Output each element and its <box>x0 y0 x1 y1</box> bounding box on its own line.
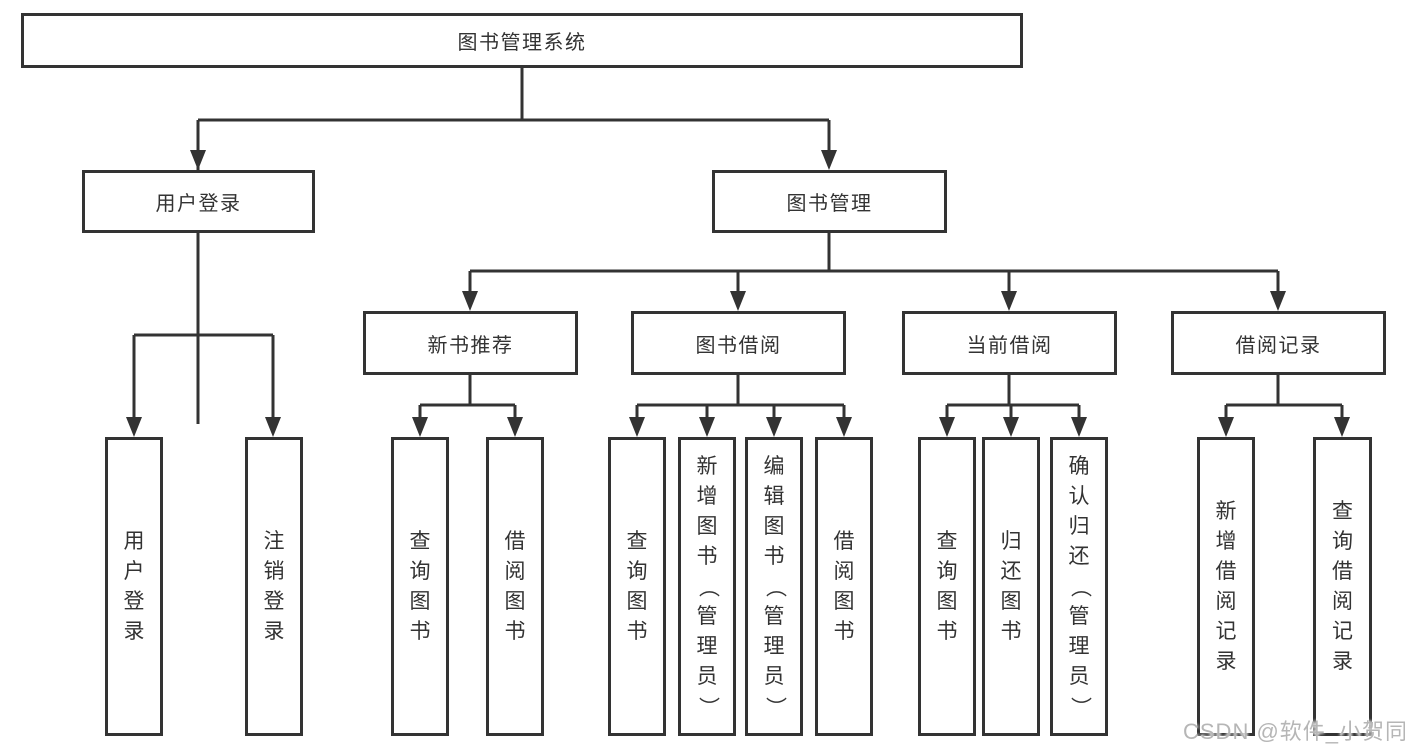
arrowhead <box>1001 291 1017 311</box>
node-book-borrowing-label: 图书借阅 <box>695 334 782 357</box>
node-new-book-recommend-label: 新书推荐 <box>427 334 514 357</box>
connector-group1-to-leaves <box>418 375 517 425</box>
leaf-edit-books-admin-label: 编辑图书（管理员） <box>763 454 786 718</box>
leaf-query-books-current-label: 查询图书 <box>936 529 958 643</box>
leaf-confirm-return-admin: 确认归还（管理员） <box>1050 437 1108 736</box>
connector-group4-to-leaves <box>1224 375 1344 425</box>
arrowhead <box>699 417 715 437</box>
connector-group3-to-leaves <box>945 375 1081 425</box>
leaf-borrow-books-recommend: 借阅图书 <box>486 437 544 736</box>
arrowhead <box>507 417 523 437</box>
arrowhead <box>1071 417 1087 437</box>
leaf-query-books-recommend-label: 查询图书 <box>409 529 431 643</box>
leaf-query-books-recommend: 查询图书 <box>391 437 449 736</box>
node-user-login-label: 用户登录 <box>155 193 242 215</box>
connector-group2-to-leaves <box>635 375 846 425</box>
connector-book-to-groups <box>468 233 1280 299</box>
leaf-return-books: 归还图书 <box>982 437 1040 736</box>
leaf-query-books-borrowing-label: 查询图书 <box>626 529 648 643</box>
arrowhead <box>1003 417 1019 437</box>
root-node-label: 图书管理系统 <box>457 32 587 54</box>
arrowhead <box>730 291 746 311</box>
leaf-query-books-current: 查询图书 <box>918 437 976 736</box>
arrowhead <box>462 291 478 311</box>
leaf-borrow-books: 借阅图书 <box>815 437 873 736</box>
node-user-login: 用户登录 <box>82 170 315 233</box>
arrowhead <box>836 417 852 437</box>
node-current-borrowing-label: 当前借阅 <box>966 334 1053 357</box>
arrowhead <box>1218 417 1234 437</box>
leaf-add-books-admin: 新增图书（管理员） <box>678 437 736 736</box>
leaf-add-borrow-record: 新增借阅记录 <box>1197 437 1255 736</box>
leaf-user-login-label: 用户登录 <box>123 529 145 643</box>
root-node: 图书管理系统 <box>21 13 1023 68</box>
arrowhead <box>629 417 645 437</box>
leaf-borrow-books-label: 借阅图书 <box>833 529 855 643</box>
node-book-management: 图书管理 <box>712 170 947 233</box>
connector-root-to-level2 <box>196 68 831 424</box>
leaf-query-books-borrowing: 查询图书 <box>608 437 666 736</box>
leaf-add-books-admin-label: 新增图书（管理员） <box>696 454 719 718</box>
leaf-logout: 注销登录 <box>245 437 303 736</box>
node-borrowing-records-label: 借阅记录 <box>1235 334 1322 357</box>
leaf-query-borrow-record-label: 查询借阅记录 <box>1332 499 1353 673</box>
leaf-return-books-label: 归还图书 <box>1000 529 1022 643</box>
leaf-confirm-return-admin-label: 确认归还（管理员） <box>1068 454 1091 718</box>
arrowhead <box>766 417 782 437</box>
node-borrowing-records: 借阅记录 <box>1171 311 1386 375</box>
arrowhead <box>1334 417 1350 437</box>
arrowhead <box>190 150 206 170</box>
leaf-query-borrow-record: 查询借阅记录 <box>1313 437 1372 736</box>
node-book-management-label: 图书管理 <box>786 193 873 215</box>
leaf-borrow-books-recommend-label: 借阅图书 <box>504 529 526 643</box>
arrowhead <box>939 417 955 437</box>
arrowhead <box>412 417 428 437</box>
arrowhead <box>821 150 837 170</box>
node-new-book-recommend: 新书推荐 <box>363 311 578 375</box>
node-current-borrowing: 当前借阅 <box>902 311 1117 375</box>
leaf-add-borrow-record-label: 新增借阅记录 <box>1215 499 1237 673</box>
arrowhead <box>1270 291 1286 311</box>
node-book-borrowing: 图书借阅 <box>631 311 846 375</box>
leaf-logout-label: 注销登录 <box>263 529 285 643</box>
csdn-watermark: CSDN @软件_小贺同学 <box>1183 719 1405 744</box>
arrowhead <box>265 417 281 437</box>
leaf-edit-books-admin: 编辑图书（管理员） <box>745 437 803 736</box>
connector-user-to-leaves <box>132 233 275 425</box>
arrowhead <box>126 417 142 437</box>
leaf-user-login: 用户登录 <box>105 437 163 736</box>
